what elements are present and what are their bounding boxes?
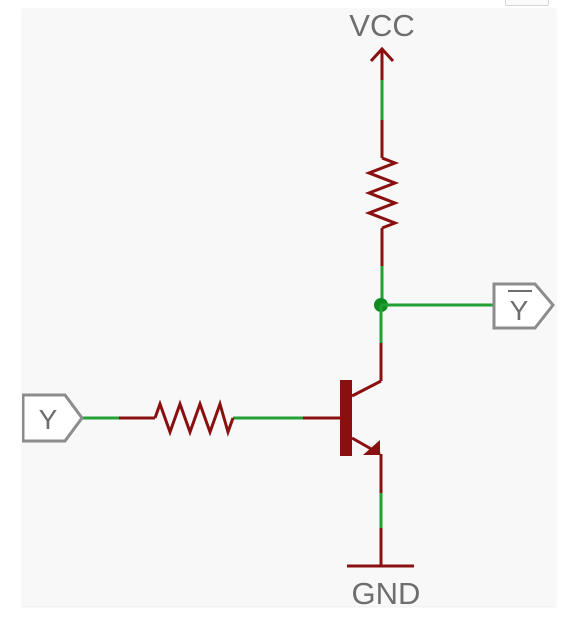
gnd-label: GND — [352, 576, 421, 606]
input-port-label: Y — [39, 404, 58, 435]
npn-transistor-icon — [340, 379, 382, 456]
schematic-panel: VCC Y — [21, 8, 556, 611]
output-port-label: Y — [510, 295, 529, 326]
top-strip-button[interactable] — [505, 0, 549, 6]
transistor-inverter-schematic: VCC Y — [21, 8, 555, 611]
vcc-label: VCC — [349, 8, 414, 43]
supply-arrow-icon — [369, 46, 395, 80]
input-port[interactable]: Y — [21, 393, 84, 443]
resistor-icon — [119, 399, 235, 437]
top-strip — [0, 0, 573, 8]
resistor-icon — [364, 120, 400, 266]
output-port[interactable]: Y — [492, 282, 555, 330]
